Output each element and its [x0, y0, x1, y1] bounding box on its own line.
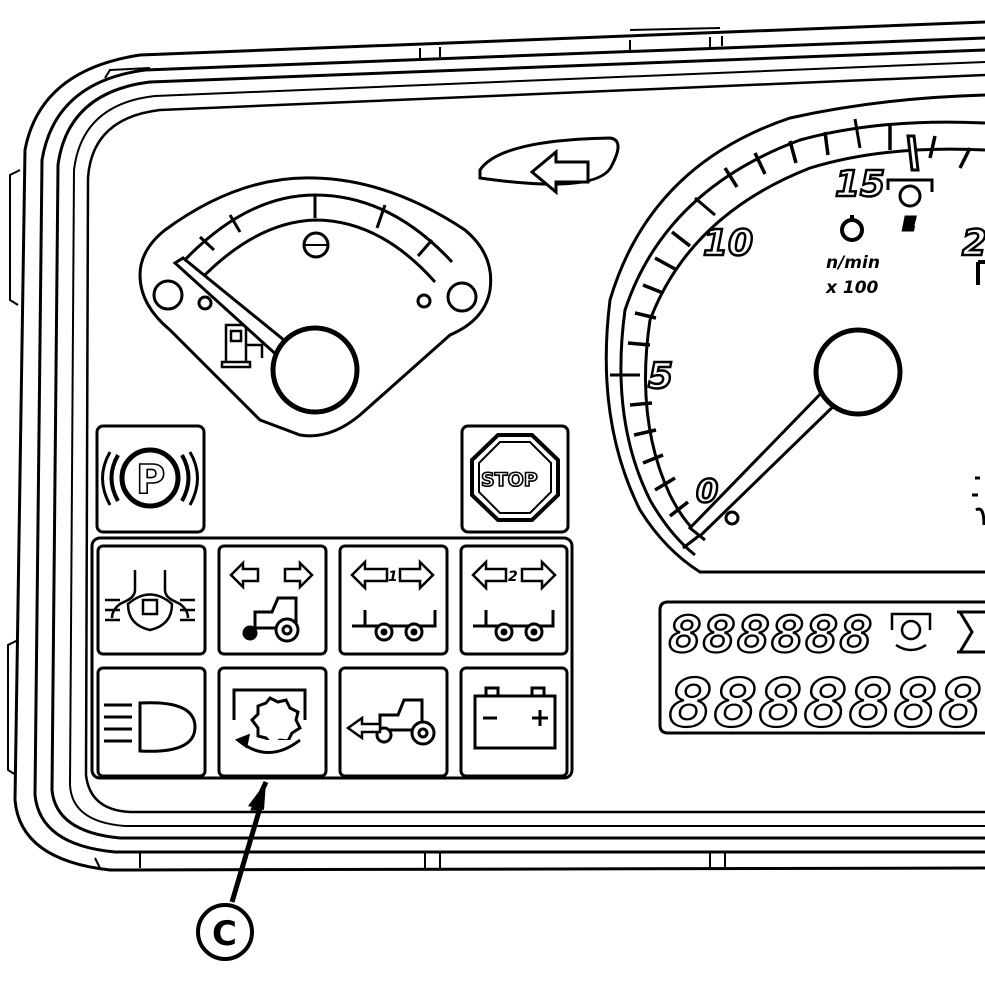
callout-c: C: [196, 780, 269, 961]
svg-text:E: E: [903, 214, 916, 235]
callout-c-label: C: [212, 914, 237, 954]
differential-lock-icon: [105, 570, 195, 632]
tach-label-10: 10: [703, 223, 753, 264]
tach-unit-line1: n/min: [826, 253, 880, 273]
pto-display-icon: [890, 612, 932, 652]
fuel-scale-ticks: [198, 194, 434, 257]
trailer-icon: [473, 610, 555, 642]
fuel-full-lamp: [446, 281, 478, 313]
headlight-icon: [104, 701, 197, 753]
lamp-differential-lock: [96, 544, 207, 656]
left-arrow-icon: [229, 559, 260, 591]
lcd-display: 888888 8888888: [658, 600, 985, 743]
lamp-trailer2-indicators: 2: [459, 544, 569, 656]
lamp-pto-engaged: [217, 666, 328, 778]
tractor-icon: [375, 698, 436, 746]
fuel-pump-icon: [220, 323, 264, 369]
tach-label-partial: 2: [962, 223, 985, 264]
left-arrow-icon: [345, 715, 382, 741]
tachometer-ticks: [627, 125, 972, 518]
lamp-battery-charge: [459, 666, 569, 778]
lamp-trailer1-indicators: 1: [338, 544, 449, 656]
engine-speed-icon: [840, 215, 864, 242]
right-arrow-icon: [283, 559, 314, 591]
lcd-lower-digits: 8888888: [668, 665, 983, 742]
tachometer: 0 5 10 15 2 n/min x 100 E: [604, 93, 985, 574]
fuel-gauge: [138, 176, 493, 438]
fuel-empty-lamp: [152, 279, 184, 311]
trailer1-number: 1: [388, 569, 398, 585]
pto-icon: [232, 688, 307, 754]
left-arrow-icon: [529, 148, 590, 196]
battery-icon: [473, 686, 557, 750]
pto-economy-marker-icon: E: [886, 178, 934, 237]
cluster-housing: [7, 20, 985, 872]
tach-needle-hub: [813, 327, 903, 417]
lamp-tractor-reverse: [338, 666, 449, 778]
turn-left-indicator: [478, 136, 620, 196]
lcd-upper-digits: 888888: [668, 606, 873, 664]
tach-label-5: 5: [648, 356, 673, 397]
lamp-tractor-indicators: [217, 544, 328, 656]
tach-label-15: 15: [835, 164, 885, 205]
stop-warning-lamp: STOP: [460, 424, 570, 534]
warning-lamp-panel: 1 2: [90, 536, 574, 780]
park-brake-lamp: P: [95, 424, 206, 534]
tractor-icon: [242, 596, 300, 643]
lamp-main-beam: [96, 666, 207, 778]
trailer-icon: [352, 610, 437, 642]
stop-lamp-text: STOP: [481, 469, 538, 491]
hourglass-icon: [957, 610, 985, 654]
trailer2-number: 2: [508, 569, 518, 585]
fuel-needle-hub: [270, 325, 360, 415]
tach-unit-line2: x 100: [825, 278, 879, 298]
park-brake-letter: P: [136, 457, 165, 503]
